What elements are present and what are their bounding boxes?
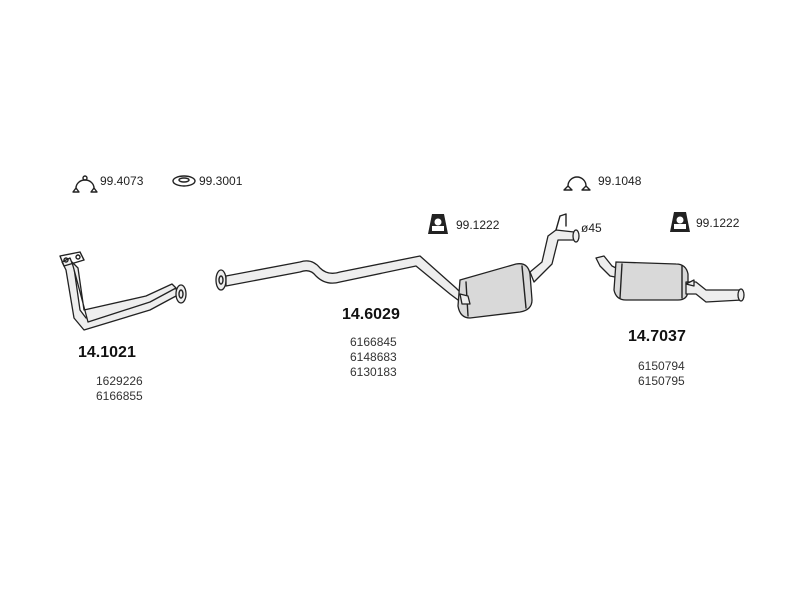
clamp-icon (563, 176, 591, 191)
rubber-hanger-icon (428, 214, 448, 234)
rear-silencer-drawing (595, 255, 745, 303)
part-number: 14.7037 (628, 328, 686, 345)
oe-code: 1629226 (96, 374, 143, 388)
gasket-code-label: 99.3001 (199, 174, 243, 188)
part-number: 14.1021 (78, 344, 136, 361)
oe-code: 6166855 (96, 389, 143, 403)
hanger-code-label: 99.1222 (456, 218, 500, 232)
oe-code: 6166845 (350, 335, 397, 349)
oe-code: 6150794 (638, 359, 685, 373)
diameter-label: ø45 (581, 221, 602, 235)
clamp-code-label: 99.1048 (598, 174, 642, 188)
oe-code: 6130183 (350, 365, 397, 379)
gasket-icon (172, 175, 196, 187)
intermediate-pipe-drawing (215, 213, 580, 319)
rubber-hanger-icon (670, 212, 690, 232)
oe-code: 6150795 (638, 374, 685, 388)
hanger-code-label: 99.1222 (696, 216, 740, 230)
oe-code: 6148683 (350, 350, 397, 364)
front-pipe-drawing (59, 251, 187, 331)
clamp-code-label: 99.4073 (100, 174, 144, 188)
part-number: 14.6029 (342, 306, 400, 323)
clamp-icon (72, 175, 98, 193)
